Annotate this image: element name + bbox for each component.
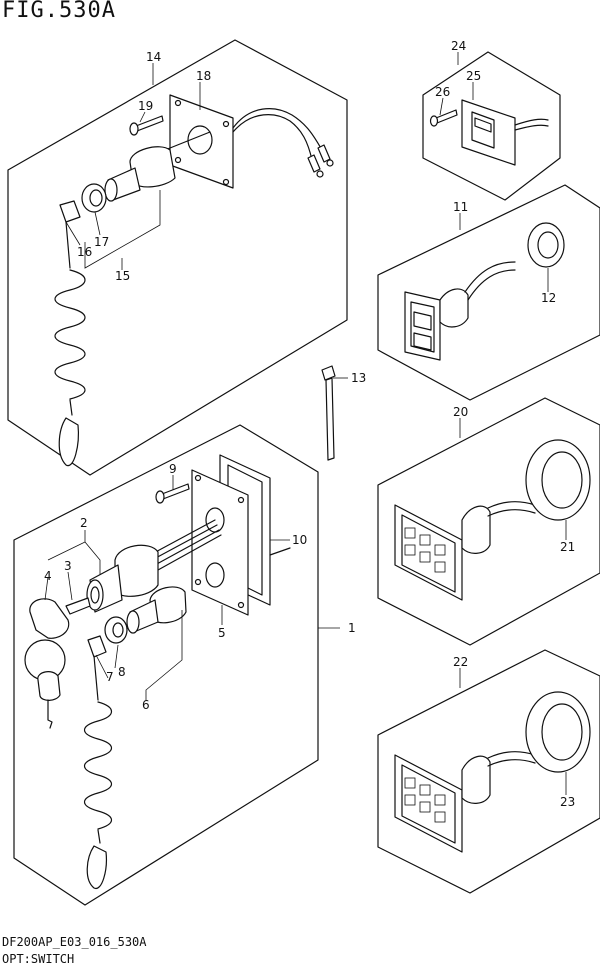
nut-23	[525, 691, 591, 773]
ignition-switch-2	[86, 544, 159, 613]
callout-2: 2	[80, 516, 88, 530]
callout-16: 16	[77, 245, 92, 259]
callout-9: 9	[169, 462, 177, 476]
callout-7: 7	[106, 670, 114, 684]
mounting-plate-5	[191, 469, 249, 616]
callout-14: 14	[146, 50, 161, 64]
callout-24: 24	[451, 39, 466, 53]
group-frame-24	[422, 51, 561, 201]
callout-11: 11	[453, 200, 468, 214]
switch-panel-22	[394, 751, 536, 853]
lanyard-7	[83, 635, 113, 889]
nut-12	[527, 222, 565, 268]
group-frame-14	[7, 39, 348, 476]
group-frame-1	[13, 424, 319, 906]
callout-21: 21	[560, 540, 575, 554]
wire-bundle	[149, 519, 291, 571]
wire-harness-14	[232, 108, 334, 178]
group-frame-11	[377, 184, 600, 401]
lanyard-16	[54, 200, 86, 467]
nut-8	[104, 616, 128, 644]
callout-13: 13	[351, 371, 366, 385]
callout-4: 4	[44, 569, 52, 583]
group-frame-22	[377, 649, 600, 894]
callout-25: 25	[466, 69, 481, 83]
callout-17: 17	[94, 235, 109, 249]
callout-12: 12	[541, 291, 556, 305]
section-name: OPT:SWITCH	[2, 952, 75, 966]
callout-22: 22	[453, 655, 468, 669]
model-code: DF200AP_E03_016_530A	[2, 935, 147, 949]
callout-26: 26	[435, 85, 450, 99]
callout-23: 23	[560, 795, 575, 809]
nut-17	[81, 183, 107, 213]
rocker-switch-25	[461, 99, 549, 166]
callout-10: 10	[292, 533, 307, 547]
screw-19	[129, 115, 164, 136]
figure-title: FIG.530A	[2, 0, 116, 23]
callout-18: 18	[196, 69, 211, 83]
callout-1: 1	[348, 621, 356, 635]
stop-switch-body-15	[104, 131, 211, 202]
callout-15: 15	[115, 269, 130, 283]
screw-9	[155, 483, 190, 504]
callout-19: 19	[138, 99, 153, 113]
switch-panel-20	[394, 501, 536, 601]
leader-lines	[44, 52, 567, 795]
nut-21	[525, 439, 591, 521]
mounting-plate-18	[169, 94, 234, 189]
callout-20: 20	[453, 405, 468, 419]
callout-3: 3	[64, 559, 72, 573]
screw-26	[429, 109, 458, 127]
stop-switch-body-6	[126, 586, 187, 634]
callout-8: 8	[118, 665, 126, 679]
panel-switch-11	[404, 261, 516, 361]
cable-tie-13	[321, 365, 336, 461]
group-frame-20	[377, 397, 600, 646]
callout-6: 6	[142, 698, 150, 712]
key-set-4	[24, 597, 91, 729]
callout-5: 5	[218, 626, 226, 640]
